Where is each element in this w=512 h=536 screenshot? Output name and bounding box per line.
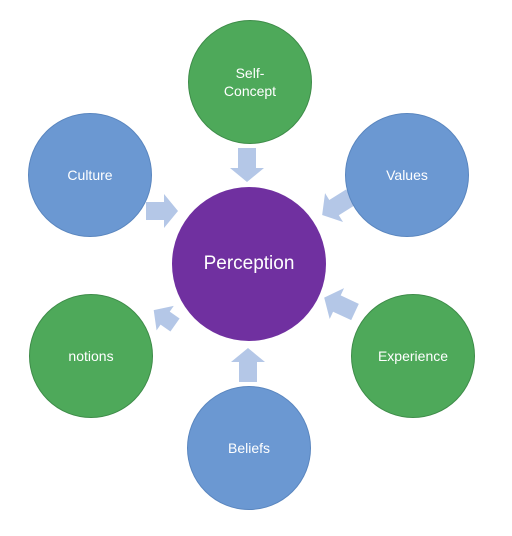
node-notions-label: notions <box>68 347 114 364</box>
node-notions: notions <box>29 294 153 418</box>
arrow-values <box>322 189 356 223</box>
arrow-culture <box>146 194 178 228</box>
node-beliefs-label: Beliefs <box>227 439 271 456</box>
node-experience-label: Experience <box>377 347 449 364</box>
node-experience: Experience <box>351 294 475 418</box>
node-self-concept-label-line1: Self- <box>235 64 265 81</box>
node-perception-label: Perception <box>203 252 295 274</box>
node-self-concept-label-line2: Concept <box>223 83 277 99</box>
node-self-concept: Self- Concept <box>188 20 312 144</box>
node-beliefs: Beliefs <box>187 386 311 510</box>
node-culture: Culture <box>28 113 152 237</box>
node-values: Values <box>345 113 469 237</box>
arrow-beliefs <box>231 348 265 382</box>
node-perception: Perception <box>172 187 326 341</box>
arrow-notions <box>153 305 180 332</box>
node-values-label: Values <box>386 166 428 183</box>
node-culture-label: Culture <box>67 166 113 183</box>
arrow-experience <box>324 288 359 321</box>
arrow-self-concept <box>230 148 264 182</box>
